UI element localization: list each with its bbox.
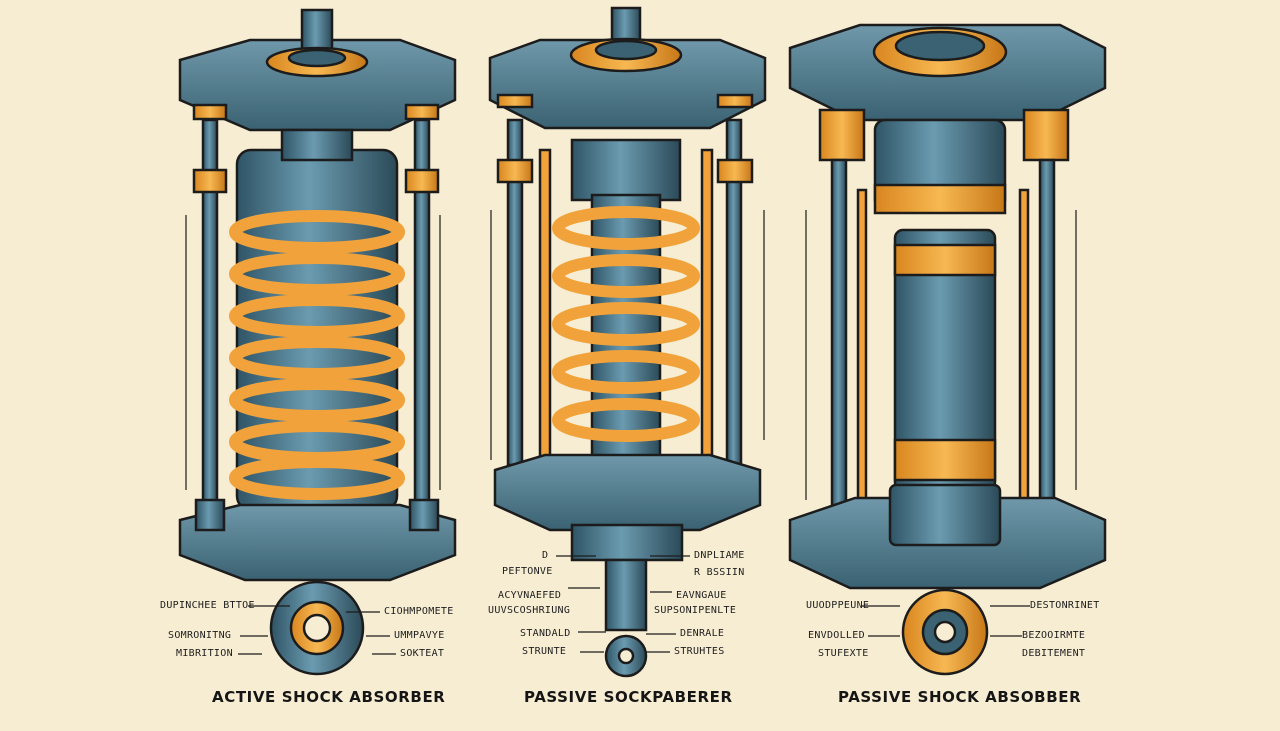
label-left-3: MIBRITION bbox=[176, 648, 233, 659]
bottom-mount-plate bbox=[493, 453, 762, 532]
label-left-1: D bbox=[542, 550, 549, 561]
coil-spring bbox=[229, 210, 405, 500]
passive-shock-absorber-1 bbox=[488, 6, 767, 678]
label-left-4: UUVSCOSHRIUNG bbox=[488, 605, 571, 616]
label-left-1: UUODPPEUNE bbox=[806, 600, 870, 611]
label-right-4: SUPSONIPENLTE bbox=[654, 605, 737, 616]
label-left-2: PEFTONVE bbox=[502, 566, 553, 577]
label-left-3: STUFEXTE bbox=[818, 648, 869, 659]
bottom-mount-plate bbox=[178, 503, 457, 582]
label-right-2: R BSSIIN bbox=[694, 567, 745, 578]
label-left-3: ACYVNAEFED bbox=[498, 590, 562, 601]
label-right-1: CIOHMPOMETE bbox=[384, 606, 454, 617]
coil-spring bbox=[552, 206, 700, 442]
label-right-5: DENRALE bbox=[680, 628, 725, 639]
label-left-5: STANDALD bbox=[520, 628, 571, 639]
label-left-6: STRUNTE bbox=[522, 646, 567, 657]
title-active-shock-absorber: ACTIVE SHOCK ABSORBER bbox=[212, 688, 446, 706]
label-right-2: BEZOOIRMTE bbox=[1022, 630, 1086, 641]
label-left-2: ENVDOLLED bbox=[808, 630, 865, 641]
label-right-6: STRUHTES bbox=[674, 646, 725, 657]
title-passive-sockpaberer: PASSIVE SOCKPABERER bbox=[524, 688, 733, 706]
label-left-2: SOMRONITNG bbox=[168, 630, 232, 641]
lower-rod bbox=[604, 558, 648, 632]
label-right-3: DEBITEMENT bbox=[1022, 648, 1086, 659]
title-passive-shock-absobber: PASSIVE SHOCK ABSOBBER bbox=[838, 688, 1082, 706]
label-right-1: DNPLIAME bbox=[694, 550, 745, 561]
label-right-3: EAVNGAUE bbox=[676, 590, 727, 601]
passive-shock-absorber-2 bbox=[788, 23, 1107, 676]
label-left-1: DUPINCHEE BTTOE bbox=[160, 600, 255, 611]
damper-body bbox=[590, 193, 662, 467]
label-right-2: UMMPAVYE bbox=[394, 630, 445, 641]
active-shock-absorber bbox=[178, 8, 457, 676]
label-right-3: SOKTEAT bbox=[400, 648, 445, 659]
label-right-1: DESTONRINET bbox=[1030, 600, 1100, 611]
